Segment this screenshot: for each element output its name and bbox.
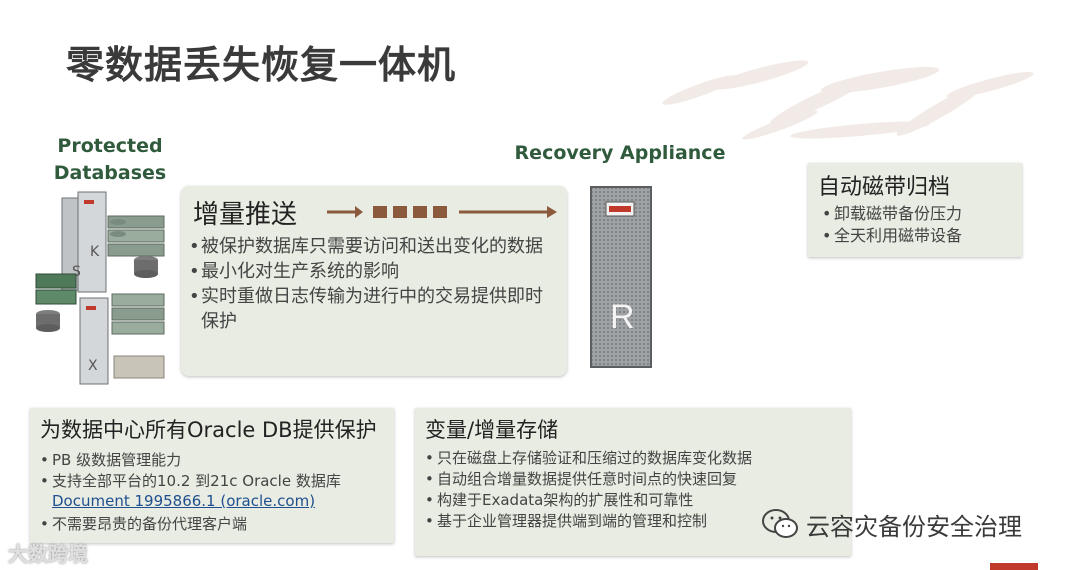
list-item: 不需要昂贵的备份代理客户端	[40, 514, 247, 535]
svg-text:K: K	[90, 244, 100, 260]
protected-servers-illustration: S K X	[34, 186, 174, 386]
protected-databases-label: Protected Databases	[40, 133, 180, 187]
oracle-red-bar	[990, 563, 1038, 570]
list-item: PB 级数据管理能力	[40, 450, 390, 471]
tape-archive-heading: 自动磁带归档	[818, 169, 950, 201]
incremental-push-list: 被保护数据库只需要访问和送出变化的数据 最小化对生产系统的影响 实时重做日志传输…	[189, 234, 559, 334]
incremental-storage-heading: 变量/增量存储	[425, 414, 558, 444]
list-item: 只在磁盘上存储验证和压缩过的数据库变化数据	[425, 448, 845, 469]
list-item: 实时重做日志传输为进行中的交易提供即时保护	[189, 284, 559, 334]
tape-archive-list: 卸载磁带备份压力 全天利用磁带设备	[822, 203, 962, 247]
page-title: 零数据丢失恢复一体机	[66, 34, 456, 89]
protect-all-db-heading: 为数据中心所有Oracle DB提供保护	[40, 414, 377, 444]
appliance-letter: R	[610, 298, 635, 336]
list-item: 支持全部平台的10.2 到21c Oracle 数据库	[40, 471, 390, 492]
watermark-right-text: 云容灾备份安全治理	[806, 507, 1022, 542]
wechat-icon	[760, 504, 800, 544]
decorative-pattern	[580, 30, 1060, 160]
list-item: 自动组合增量数据提供任意时间点的快速回复	[425, 469, 845, 490]
protect-all-db-list-2: 不需要昂贵的备份代理客户端	[40, 514, 247, 535]
incremental-push-heading: 增量推送	[193, 194, 297, 231]
incremental-push-panel: 增量推送 被保护数据库只需要访问和送出变化的数据 最小化对生产系统的影响 实时重…	[181, 186, 567, 376]
list-item: 全天利用磁带设备	[822, 225, 962, 247]
oracle-doc-link[interactable]: Document 1995866.1 (oracle.com)	[40, 492, 315, 510]
list-item: 最小化对生产系统的影响	[189, 259, 559, 284]
push-arrow-icon	[327, 202, 559, 222]
protect-all-db-panel: 为数据中心所有Oracle DB提供保护 PB 级数据管理能力 支持全部平台的1…	[30, 408, 394, 543]
recovery-appliance-illustration: R	[590, 186, 652, 368]
list-item: 被保护数据库只需要访问和送出变化的数据	[189, 234, 559, 259]
watermark-left: 大数跨境	[8, 538, 88, 567]
protect-all-db-list: PB 级数据管理能力 支持全部平台的10.2 到21c Oracle 数据库	[40, 450, 390, 492]
list-item: 卸载磁带备份压力	[822, 203, 962, 225]
recovery-appliance-label: Recovery Appliance	[505, 142, 735, 164]
watermark-right: 云容灾备份安全治理	[760, 504, 1022, 544]
server-letter-x: X	[88, 358, 98, 374]
tape-archive-panel: 自动磁带归档 卸载磁带备份压力 全天利用磁带设备	[808, 163, 1022, 257]
